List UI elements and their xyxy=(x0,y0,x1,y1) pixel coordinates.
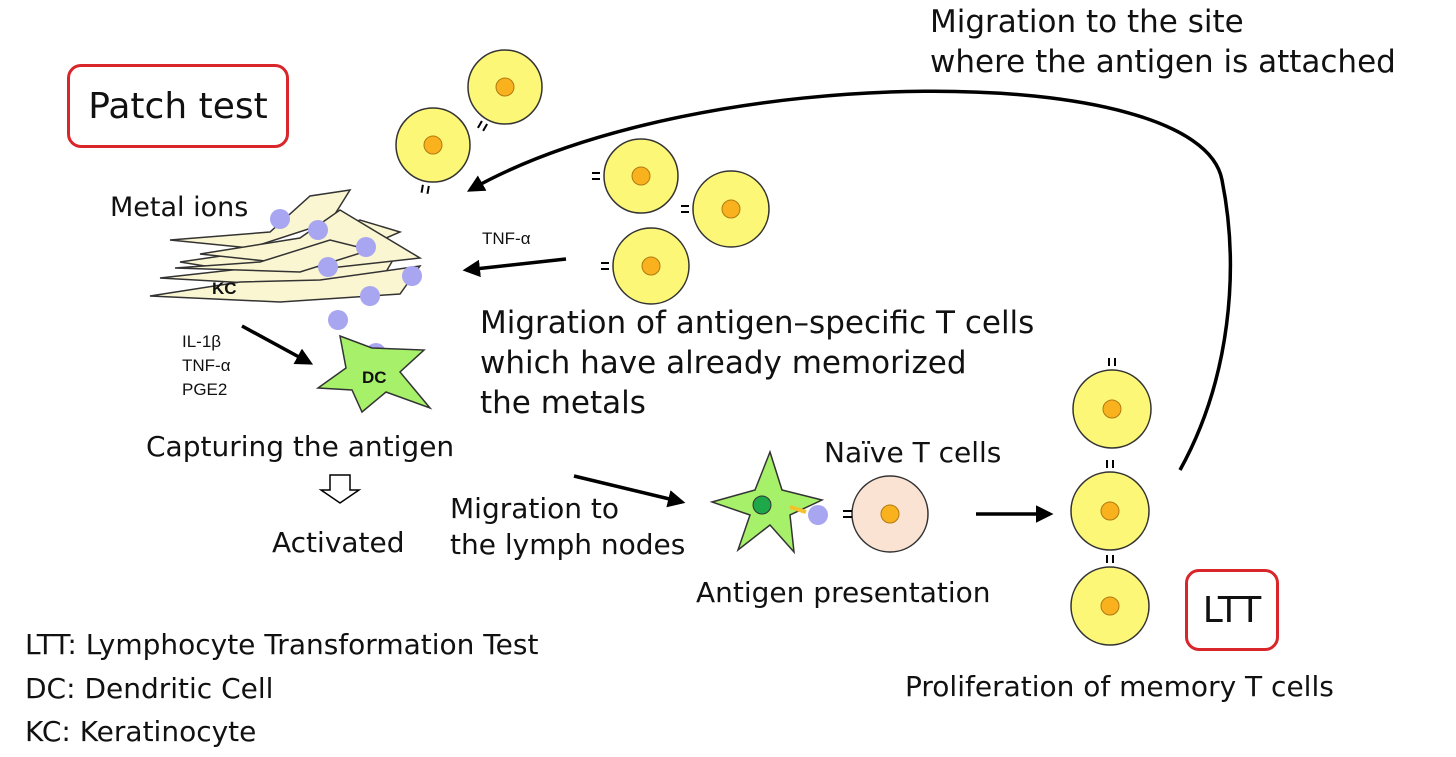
patch-test-box: Patch test xyxy=(67,64,289,148)
naive-t-cell xyxy=(843,475,929,553)
metal-ions-label: Metal ions xyxy=(110,192,249,223)
metal-ion xyxy=(402,266,422,286)
arrow-tnf-to-kc xyxy=(462,257,567,278)
legend-dc: DC: Dendritic Cell xyxy=(25,672,274,705)
cytokine-tnfa: TNF-α xyxy=(182,356,231,375)
arrows xyxy=(241,89,1233,523)
migration-lymph-label-2: the lymph nodes xyxy=(450,528,686,561)
patch-test-label: Patch test xyxy=(88,85,268,127)
metal-ion xyxy=(318,257,338,277)
migration-site-label-2: where the antigen is attached xyxy=(930,44,1396,80)
cytokine-pge2: PGE2 xyxy=(182,380,228,399)
naive-t-cells-label: Naïve T cells xyxy=(824,436,1002,469)
migration-specific-label-3: the metals xyxy=(480,385,646,421)
memory-t-cell xyxy=(592,138,679,214)
memory-t-cell xyxy=(1072,358,1152,449)
migration-lymph-label-1: Migration to xyxy=(450,492,620,525)
capturing-antigen-label: Capturing the antigen xyxy=(146,430,455,463)
antigen-presentation-label: Antigen presentation xyxy=(696,576,991,609)
memory-t-cell xyxy=(1070,555,1150,646)
metal-ion xyxy=(270,209,290,229)
migration-specific-label-1: Migration of antigen–specific T cells xyxy=(480,305,1035,341)
cytokine-il1b: IL-1β xyxy=(182,332,222,351)
ltt-label: LTT xyxy=(1202,589,1262,631)
metal-ion xyxy=(356,237,376,257)
memory-t-cells xyxy=(395,49,1152,646)
memory-t-cell xyxy=(1070,460,1150,551)
legend-ltt: LTT: Lymphocyte Transformation Test xyxy=(25,628,539,661)
arrow-migration-to-site xyxy=(466,89,1233,471)
legend-kc: KC: Keratinocyte xyxy=(25,715,257,748)
memory-t-cell xyxy=(467,49,543,132)
memory-t-cell xyxy=(601,227,690,305)
ltt-box: LTT xyxy=(1185,569,1279,651)
metal-ion xyxy=(360,286,380,306)
kc-label: KC xyxy=(212,279,237,298)
arrow-to-lymph-nodes xyxy=(573,474,686,508)
dendritic-cell xyxy=(315,334,433,414)
antigen-presenting-dendritic-cell xyxy=(709,449,825,555)
metal-ion xyxy=(308,220,328,240)
dc-label: DC xyxy=(362,368,387,387)
migration-specific-label-2: which have already memorized xyxy=(480,345,967,381)
arrow-cytokines-to-dc xyxy=(241,324,314,365)
memory-t-cell xyxy=(681,170,770,248)
tnf-alpha-label: TNF-α xyxy=(482,229,531,248)
memory-t-cell xyxy=(395,107,471,194)
proliferation-label: Proliferation of memory T cells xyxy=(905,670,1334,703)
metal-ion xyxy=(328,310,348,330)
migration-site-label-1: Migration to the site xyxy=(930,4,1244,40)
hollow-arrow-icon xyxy=(318,474,362,504)
metal-ion xyxy=(808,505,828,525)
activated-label: Activated xyxy=(272,526,405,559)
